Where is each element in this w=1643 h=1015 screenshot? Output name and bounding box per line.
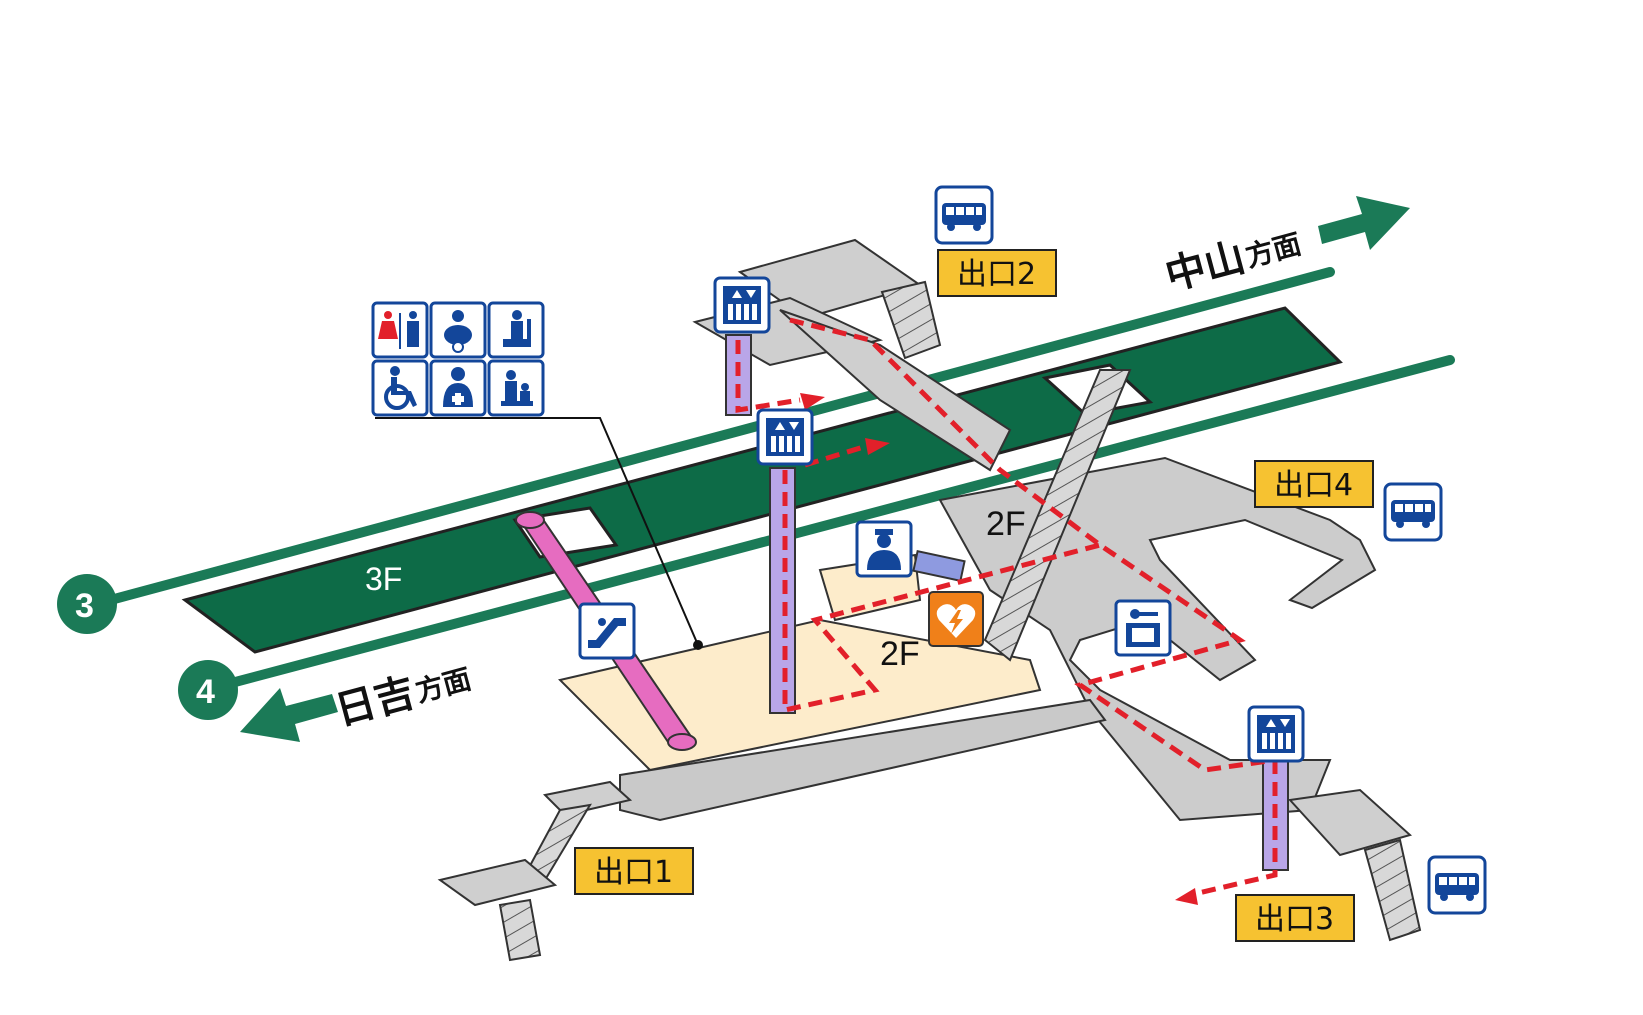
line-4-badge: 4 (178, 660, 238, 720)
elevator-icon (756, 408, 814, 466)
aed-icon (928, 591, 984, 647)
station-staff-icon (855, 520, 913, 578)
floor-label-2f-concourse: 2F (880, 635, 920, 673)
elevator-icon (1247, 705, 1305, 763)
facility-icons (371, 301, 545, 417)
accessible-toilet-icon (487, 301, 545, 359)
exit-3-structure (1287, 788, 1422, 942)
baby-care-icon (429, 301, 487, 359)
ticket-gates (912, 550, 966, 582)
wheelchair-icon (371, 359, 429, 417)
elevator-icon (713, 276, 771, 334)
direction-label-hiyoshi: 日吉 (331, 670, 420, 735)
bus-icon (934, 185, 994, 245)
accessible-route (735, 317, 1278, 898)
line-3-badge: 3 (57, 574, 117, 634)
direction-arrow-hiyoshi (240, 688, 338, 742)
restroom-icon (371, 301, 429, 359)
floor-label-3f: 3F (365, 561, 402, 597)
svg-text:出口3: 出口3 (1255, 902, 1334, 937)
direction-suffix-hiyoshi: 方面 (412, 662, 475, 708)
line-4-track (200, 355, 1455, 695)
svg-text:出口4: 出口4 (1274, 468, 1353, 503)
first-aid-icon (429, 359, 487, 417)
floor-label-2f-east: 2F (986, 505, 1026, 543)
svg-text:出口1: 出口1 (594, 855, 673, 890)
concourse-corridor-south (619, 698, 1107, 822)
route-arrowheads (800, 393, 1198, 905)
svg-text:4: 4 (196, 673, 215, 711)
exit-4-label: 出口4 (1254, 460, 1374, 508)
facility-leader-line (375, 417, 703, 650)
direction-suffix-nakayama: 方面 (1242, 227, 1305, 273)
exit-1-structure (437, 780, 633, 962)
line-3-track (87, 267, 1335, 610)
direction-label-nakayama: 中山 (1161, 235, 1250, 300)
svg-text:出口2: 出口2 (957, 257, 1036, 292)
exit-3-label: 出口3 (1235, 894, 1355, 942)
bus-icon (1383, 482, 1443, 542)
coin-locker-icon (1114, 599, 1172, 657)
direction-arrow-nakayama (1318, 196, 1410, 250)
bus-icon (1427, 855, 1487, 915)
escalator-icon (578, 602, 636, 660)
nursing-room-icon (487, 359, 545, 417)
exit-1-label: 出口1 (574, 847, 694, 895)
svg-text:3: 3 (75, 587, 94, 625)
exit-2-label: 出口2 (937, 249, 1057, 297)
